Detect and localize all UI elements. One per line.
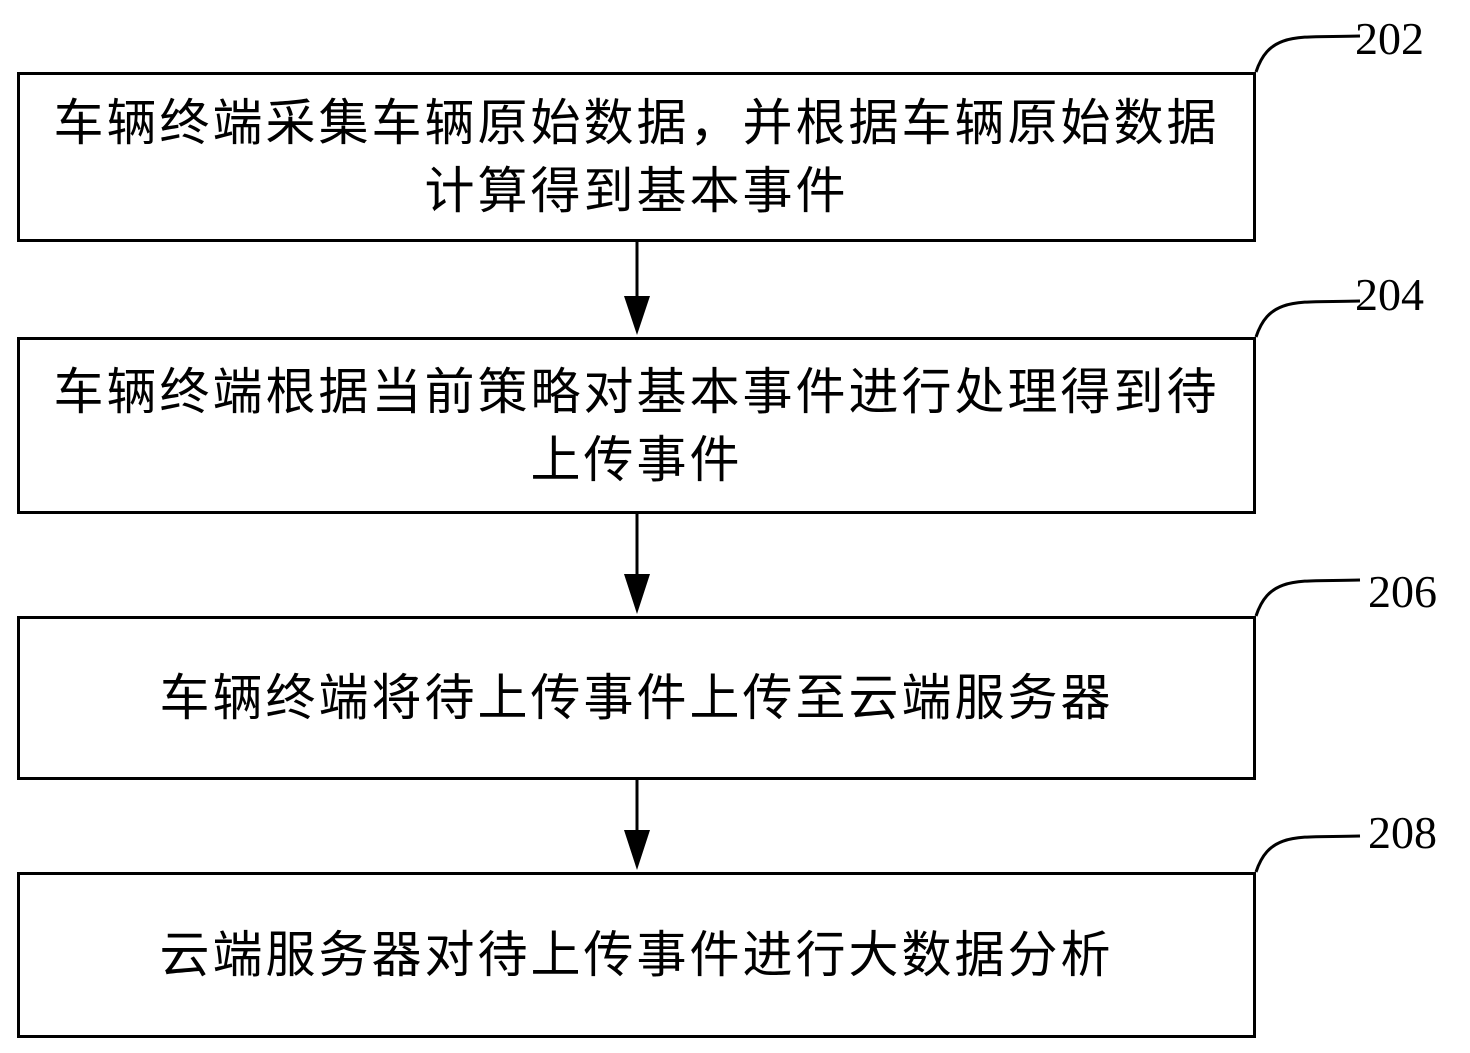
step-label-208: 208 [1368,807,1437,858]
step-text-202: 车辆终端采集车辆原始数据，并根据车辆原始数据计算得到基本事件 [53,94,1220,220]
step-box-208: 云端服务器对待上传事件进行大数据分析 [17,872,1256,1038]
step-box-206: 车辆终端将待上传事件上传至云端服务器 [17,616,1256,780]
arrow-204-to-206 [624,513,650,614]
step-label-206: 206 [1368,566,1437,617]
step-text-206: 车辆终端将待上传事件上传至云端服务器 [159,669,1114,727]
arrow-202-to-204 [624,241,650,335]
step-label-202: 202 [1355,13,1424,64]
leader-line-202 [1254,34,1361,73]
leader-line-204 [1254,299,1361,338]
leader-line-208 [1254,834,1361,873]
step-box-202: 车辆终端采集车辆原始数据，并根据车辆原始数据计算得到基本事件 [17,72,1256,242]
step-box-204: 车辆终端根据当前策略对基本事件进行处理得到待上传事件 [17,337,1256,514]
step-text-204: 车辆终端根据当前策略对基本事件进行处理得到待上传事件 [53,362,1220,489]
leader-line-206 [1254,578,1361,617]
arrow-206-to-208 [624,779,650,870]
step-text-208: 云端服务器对待上传事件进行大数据分析 [159,926,1114,984]
step-label-204: 204 [1355,269,1424,320]
